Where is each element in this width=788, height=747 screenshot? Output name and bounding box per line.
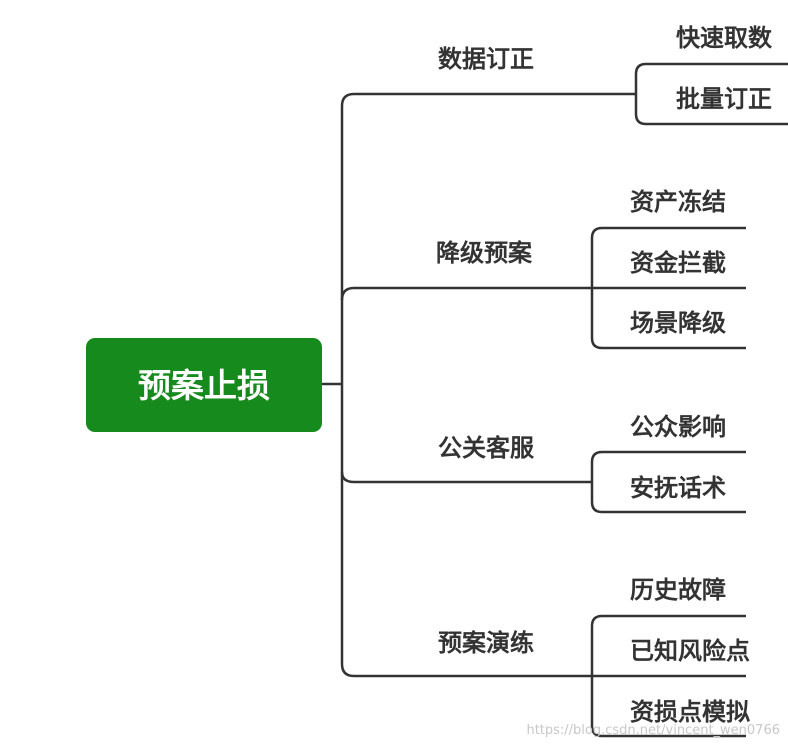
leaf-label-known-risk[interactable]: 已知风险点	[630, 637, 750, 665]
connector-leaf-4-3	[590, 676, 746, 738]
leaf-label-batch-correction[interactable]: 批量订正	[676, 85, 772, 113]
connector-branch-4	[340, 663, 592, 678]
leaf-label-scene-degrade[interactable]: 场景降级	[630, 309, 726, 337]
leaf-label-fund-intercept[interactable]: 资金拦截	[630, 249, 726, 277]
connector-leaf-2-3	[590, 288, 746, 350]
root-node-label: 预案止损	[138, 366, 270, 405]
branch-label-degrade-plan[interactable]: 降级预案	[436, 239, 533, 267]
leaf-label-asset-freeze[interactable]: 资产冻结	[630, 188, 726, 216]
connector-branch-2	[340, 286, 592, 301]
leaf-label-reassure-script[interactable]: 安抚话术	[630, 474, 726, 502]
connector-leaf-4-1	[590, 614, 746, 676]
root-node[interactable]: 预案止损	[86, 338, 322, 432]
leaf-label-fast-fetch[interactable]: 快速取数	[676, 24, 773, 52]
root-node-box	[86, 338, 322, 432]
connector-branch-3	[340, 471, 592, 484]
branch-label-pr-service[interactable]: 公关客服	[438, 434, 535, 462]
connector-branch-1	[340, 92, 636, 107]
connector-leaf-3-2	[590, 482, 746, 514]
connector-leaf-1-1	[634, 62, 788, 94]
connector-leaf-2-1	[590, 226, 746, 288]
leaf-label-history-fault[interactable]: 历史故障	[630, 576, 726, 604]
branch-label-plan-drill[interactable]: 预案演练	[438, 629, 534, 657]
leaf-label-public-impact[interactable]: 公众影响	[630, 413, 726, 441]
connector-leaf-3-1	[590, 450, 746, 482]
watermark-text: https://blog.csdn.net/vincent_wen0766	[526, 723, 780, 738]
branch-label-data-correction[interactable]: 数据订正	[438, 45, 534, 73]
leaf-label-loss-simulation[interactable]: 资损点模拟	[630, 698, 750, 726]
connector-leaf-1-2	[634, 94, 788, 126]
